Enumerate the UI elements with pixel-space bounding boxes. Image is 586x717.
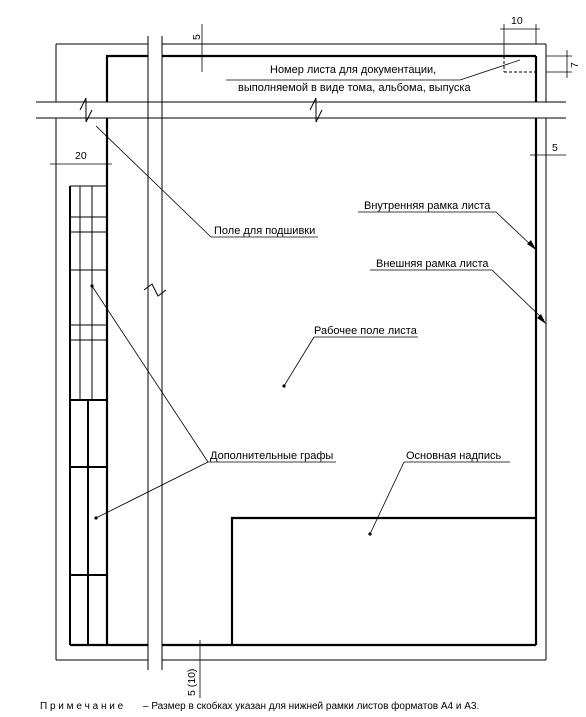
dim-bottom-margin: 5 (10) [186, 669, 198, 696]
additional-columns-table [69, 185, 107, 645]
top-sheet-number-box [503, 56, 536, 73]
dimension-lines [50, 24, 572, 698]
label-sheet-number-line2: выполняемой в виде тома, альбома, выпуск… [238, 82, 471, 94]
note-text: – Размер в скобках указан для нижней рам… [143, 700, 479, 712]
dim-top-margin: 5 [191, 34, 203, 40]
dimension-texts: 10 5 7 5 20 5 (10) [75, 15, 581, 696]
label-extra-columns: Дополнительные графы [210, 450, 333, 462]
inner-frame [70, 54, 538, 647]
label-texts: Номер листа для документации, выполняемо… [210, 64, 502, 462]
title-block [230, 516, 536, 645]
label-outer-frame: Внешняя рамка листа [376, 258, 489, 270]
label-binding-field: Поле для подшивки [214, 225, 315, 237]
break-gaps [36, 36, 566, 670]
dim-right-margin: 5 [552, 142, 558, 154]
note-prefix: П р и м е ч а н и е [40, 701, 124, 712]
break-marks [79, 97, 323, 297]
dim-top-box-height: 7 [569, 62, 581, 68]
label-work-area: Рабочее поле листа [314, 325, 418, 337]
label-title-block: Основная надпись [406, 450, 502, 462]
dim-left-strip-width: 20 [75, 150, 87, 162]
label-inner-frame: Внутренняя рамка листа [364, 200, 491, 212]
outer-sheet-frame [55, 43, 547, 661]
dim-top-box-width: 10 [511, 15, 523, 27]
label-sheet-number-line1: Номер листа для документации, [270, 64, 436, 76]
leader-lines [91, 59, 545, 535]
leader-markers [90, 240, 546, 536]
